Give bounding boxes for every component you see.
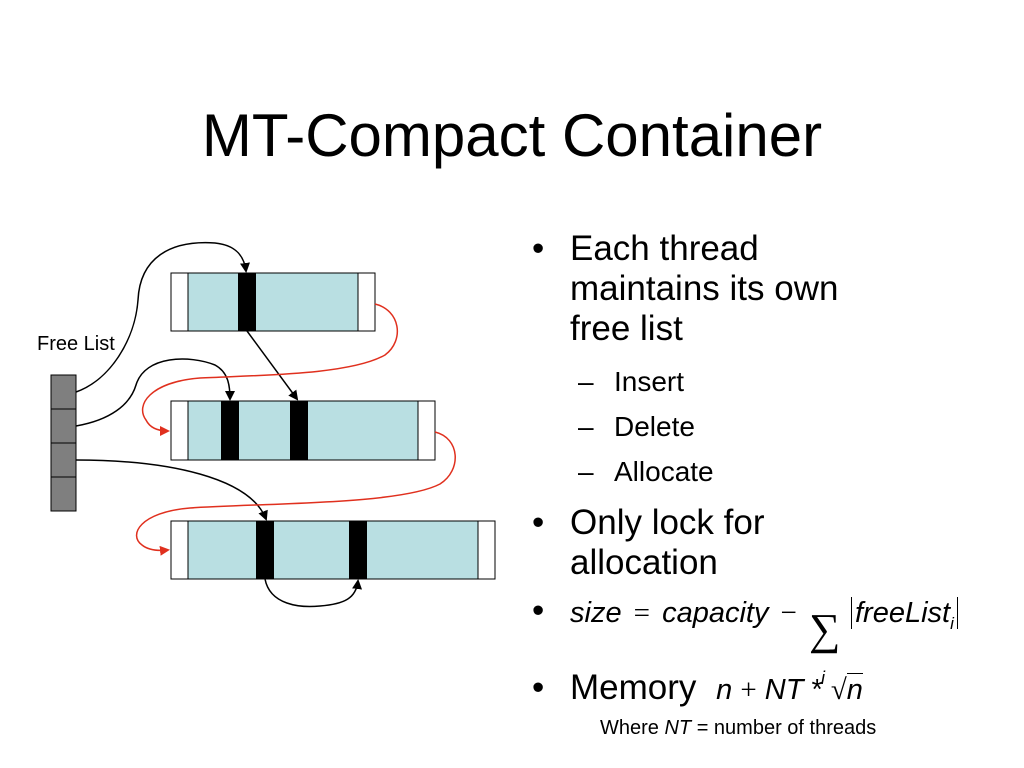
- formula-capacity: capacity: [662, 597, 769, 629]
- free-list-cell: [50, 476, 77, 512]
- free-list-pointer-arrow: [75, 241, 250, 393]
- bullet-text: Only lock for allocation: [570, 503, 765, 582]
- memory-nt: NT: [764, 674, 804, 706]
- memory-n: n: [716, 674, 733, 706]
- free-slot: [349, 521, 367, 579]
- sub-bullet-dash: –: [578, 456, 594, 487]
- sub-bullet-dash: –: [578, 411, 594, 442]
- memory-expression: n + NT * √n: [716, 673, 863, 706]
- memory-label: Memory: [570, 668, 697, 707]
- slide-title: MT-Compact Container: [201, 102, 823, 169]
- memory-block-1: [170, 272, 376, 332]
- formula-minus: −: [780, 597, 797, 629]
- sum-index: i: [820, 668, 825, 688]
- free-slot: [256, 521, 274, 579]
- block-end-cap: [357, 272, 376, 332]
- formula-freelist: freeList: [855, 597, 951, 629]
- formula-size: size: [570, 597, 622, 629]
- formula-freelist-sub: i: [950, 613, 954, 633]
- bullet-dot: •: [532, 229, 545, 268]
- sub-bullet-insert: – Insert: [578, 365, 685, 399]
- free-slot: [290, 401, 308, 460]
- bullet-dot: •: [532, 503, 545, 542]
- note-prefix: Where: [600, 717, 665, 739]
- block-end-cap: [417, 400, 436, 461]
- block-body: [187, 272, 359, 332]
- bullet-dot: •: [532, 591, 545, 630]
- memory-plus: +: [740, 674, 757, 706]
- note-var: NT: [664, 717, 692, 739]
- memory-star: *: [811, 674, 823, 706]
- note-suffix: = number of threads: [691, 717, 877, 739]
- block-end-cap: [477, 520, 496, 580]
- bullet-memory: • Memory n + NT * √n: [532, 668, 1010, 710]
- threads-note: Where NT = number of threads: [600, 716, 876, 740]
- formula-equals: =: [633, 597, 650, 629]
- free-list-cell: [50, 374, 77, 410]
- sub-bullet-delete: – Delete: [578, 410, 695, 444]
- block-chain-arrow: [141, 303, 399, 436]
- sqrt-symbol: √: [830, 674, 847, 706]
- bullet-thread-free-list: • Each thread maintains its own free lis…: [532, 229, 900, 349]
- free-slot: [238, 273, 256, 331]
- block-end-cap: [170, 520, 189, 580]
- bullet-size-formula: • size = capacity − ∑ i freeListi: [532, 591, 1010, 688]
- sum-symbol: ∑: [808, 605, 841, 654]
- slot-link-arrow: [264, 578, 363, 608]
- block-body: [187, 520, 479, 580]
- bullet-lock-allocation: • Only lock for allocation: [532, 503, 900, 583]
- memory-block-3: [170, 520, 496, 580]
- block-end-cap: [170, 272, 189, 332]
- sub-bullet-text: Allocate: [614, 456, 714, 487]
- slot-link-arrow: [246, 330, 299, 401]
- formula-abs-freelist: freeListi: [851, 597, 958, 633]
- block-end-cap: [170, 400, 189, 461]
- block-chain-arrow: [135, 431, 456, 556]
- bullet-text: Each thread maintains its own free list: [570, 229, 839, 348]
- free-list-cell: [50, 442, 77, 478]
- memory-block-2: [170, 400, 436, 461]
- sqrt-argument: n: [846, 673, 863, 706]
- free-list-label: Free List: [37, 333, 115, 355]
- free-list-cell: [50, 408, 77, 444]
- sub-bullet-text: Delete: [614, 411, 695, 442]
- bullet-dot: •: [532, 668, 545, 707]
- sub-bullet-text: Insert: [614, 366, 685, 397]
- free-list-stack: [50, 374, 77, 512]
- sub-bullet-dash: –: [578, 366, 594, 397]
- sub-bullet-allocate: – Allocate: [578, 455, 714, 489]
- free-slot: [221, 401, 239, 460]
